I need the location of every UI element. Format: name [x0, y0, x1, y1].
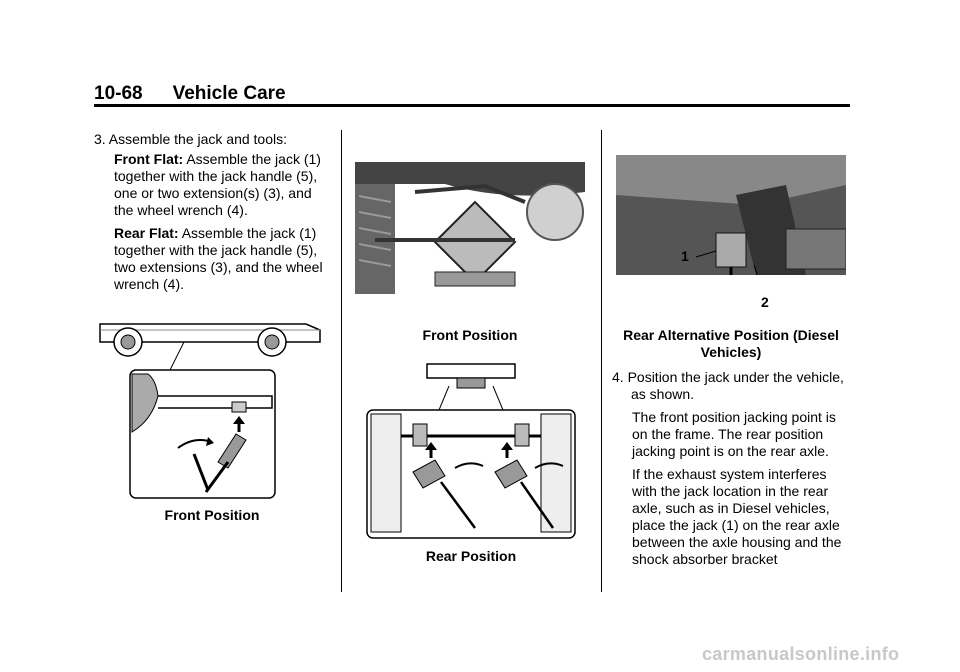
rear-flat-paragraph: Rear Flat: Assemble the jack (1) togethe… [94, 225, 334, 293]
column-3: 4. Position the jack under the vehicle, … [612, 369, 852, 568]
page-header: 10-68 Vehicle Care [94, 83, 286, 105]
figure-caption-rear-position: Rear Position [425, 548, 517, 564]
step-4: 4. Position the jack under the vehicle, … [612, 369, 844, 402]
header-rule [94, 104, 850, 107]
exhaust-paragraph: If the exhaust system interferes with th… [632, 466, 842, 567]
callout-2: 2 [761, 294, 769, 310]
column-divider-1 [341, 130, 342, 592]
front-position-photo [355, 162, 585, 294]
front-position-jack-figure [99, 323, 321, 499]
rear-position-jack-figure [366, 363, 576, 539]
rear-flat-text: Assemble the jack (1) together with the … [114, 225, 323, 292]
figure-caption-rear-alternative: Rear Alternative Position (Diesel Vehicl… [623, 327, 839, 360]
rear-flat-label: Rear Flat: [114, 225, 179, 241]
callout-1: 1 [681, 248, 689, 264]
column-1: 3. Assemble the jack and tools: Front Fl… [94, 131, 334, 293]
page-number: 10-68 [94, 83, 143, 104]
front-flat-paragraph: Front Flat: Assemble the jack (1) togeth… [94, 151, 334, 219]
figure-caption-front-position-1: Front Position [164, 507, 260, 523]
front-flat-label: Front Flat: [114, 151, 184, 167]
section-title: Vehicle Care [172, 83, 286, 104]
column-divider-2 [601, 130, 602, 592]
rear-alternative-position-photo [616, 155, 846, 315]
watermark: carmanualsonline.info [702, 644, 900, 664]
front-flat-text: Assemble the jack (1) together with the … [114, 151, 321, 218]
jacking-point-paragraph: The front position jacking point is on t… [632, 409, 836, 459]
step-3: 3. Assemble the jack and tools: [94, 131, 287, 147]
figure-caption-front-position-2: Front Position [422, 327, 518, 343]
